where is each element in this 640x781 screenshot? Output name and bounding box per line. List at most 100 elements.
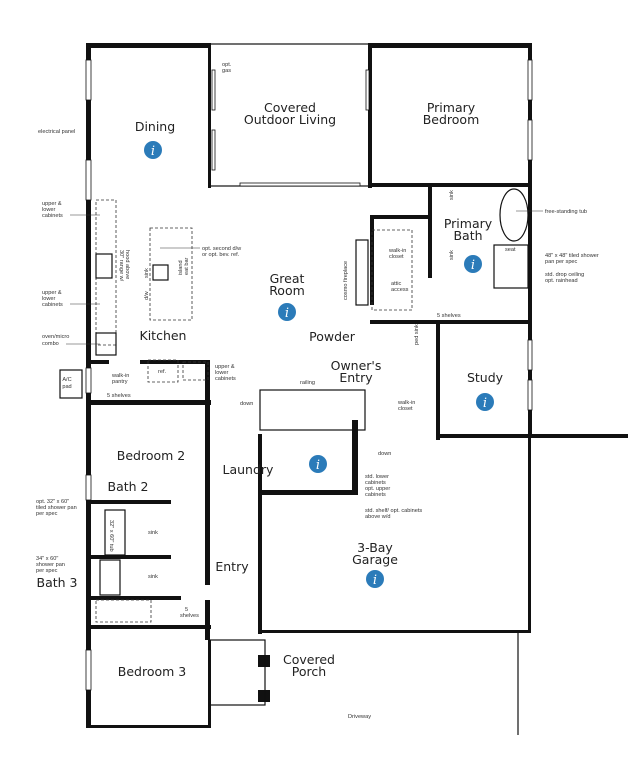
svg-text:i: i [151,144,155,159]
room-label-covered-outdoor-living-2: Outdoor Living [244,112,336,127]
svg-text:std. shelf/ opt. cabinets: std. shelf/ opt. cabinets [365,508,422,514]
svg-text:A/C: A/C [62,377,71,383]
svg-text:upper &: upper & [215,364,235,370]
ac-pad [59,369,83,399]
room-labels: Dining Covered Outdoor Living Primary Be… [37,100,504,720]
svg-text:oven/micro: oven/micro [42,334,69,340]
svg-text:combo: combo [42,341,59,347]
svg-text:ped sink: ped sink [414,324,420,345]
room-label-owners-entry-2: Entry [339,370,373,385]
kitchen-fixtures [59,188,529,623]
svg-text:cosmo fireplace: cosmo fireplace [343,261,349,300]
svg-text:railing: railing [300,380,315,386]
room-label-bedroom-2: Bedroom 2 [117,448,185,463]
room-label-kitchen: Kitchen [140,328,187,343]
room-label-bath-2: Bath 2 [108,479,149,494]
svg-text:closet: closet [389,254,404,260]
svg-text:cabinets: cabinets [42,213,63,219]
svg-text:opt. rainhead: opt. rainhead [545,278,578,284]
svg-text:down: down [240,401,253,407]
svg-text:sink: sink [148,574,158,580]
svg-text:island: island [178,260,184,275]
svg-text:sink: sink [144,268,150,278]
room-label-primary-bedroom: Primary [427,100,476,115]
room-label-covered-porch-2: Porch [292,664,326,679]
room-label-covered-outdoor-living: Covered [264,100,316,115]
svg-text:opt. second d/w: opt. second d/w [202,246,242,252]
info-icon-dining[interactable]: i [144,141,162,159]
room-label-driveway: Driveway [348,714,371,720]
svg-text:30" range w/: 30" range w/ [118,250,124,282]
svg-text:48" x 48" tiled shower: 48" x 48" tiled shower [545,253,599,259]
svg-text:walk-in: walk-in [397,400,415,406]
room-label-primary-bedroom-2: Bedroom [423,112,480,127]
svg-text:shower pan: shower pan [36,562,65,568]
svg-text:free-standing tub: free-standing tub [545,209,587,215]
svg-text:opt. 32" x 60": opt. 32" x 60" [36,499,69,505]
svg-text:cabinets: cabinets [215,376,236,382]
svg-text:d/w: d/w [144,290,150,300]
info-icon-great-room[interactable]: i [278,303,296,321]
svg-text:i: i [483,396,487,411]
svg-text:opt. upper: opt. upper [365,486,390,492]
svg-text:per spec: per spec [36,568,58,574]
svg-text:tiled shower pan: tiled shower pan [36,505,77,511]
svg-text:5: 5 [185,607,188,613]
annotations: opt. gas electrical panel upper & lower … [36,62,599,619]
room-label-covered-porch: Covered [283,652,335,667]
svg-text:sink: sink [449,250,455,260]
svg-text:5 shelves: 5 shelves [107,393,131,399]
room-label-powder: Powder [309,329,356,344]
room-label-entry: Entry [215,559,249,574]
svg-text:34" x 60": 34" x 60" [36,556,58,562]
svg-text:or opt. bev. ref.: or opt. bev. ref. [202,252,240,258]
svg-text:attic: attic [391,281,401,287]
info-icon-garage[interactable]: i [366,570,384,588]
svg-text:std. drop ceiling: std. drop ceiling [545,272,584,278]
svg-text:i: i [471,258,475,273]
svg-text:lower: lower [42,296,56,302]
svg-text:i: i [373,573,377,588]
room-label-garage-2: Garage [352,552,398,567]
room-label-garage: 3-Bay [357,540,393,555]
svg-text:walk-in: walk-in [388,248,406,254]
svg-text:opt.: opt. [222,62,232,68]
room-label-great-room-2: Room [269,283,305,298]
svg-text:cabinets: cabinets [365,492,386,498]
room-label-great-room: Great [270,271,305,286]
svg-text:sink: sink [449,190,455,200]
svg-text:cabinets: cabinets [42,302,63,308]
svg-text:pantry: pantry [112,379,128,385]
svg-text:eat bar: eat bar [184,257,190,275]
info-icon-primary-bath[interactable]: i [464,255,482,273]
room-label-laundry: Laundry [223,462,275,477]
room-label-study: Study [467,370,504,385]
svg-text:seat: seat [505,247,516,253]
svg-text:electrical panel: electrical panel [38,129,75,135]
svg-text:lower: lower [42,207,56,213]
svg-text:upper &: upper & [42,290,62,296]
svg-text:walk-in: walk-in [111,373,129,379]
svg-text:lower: lower [215,370,229,376]
svg-text:i: i [316,458,320,473]
svg-text:sink: sink [148,530,158,536]
svg-text:above w/d: above w/d [365,514,391,520]
svg-text:5 shelves: 5 shelves [437,313,461,319]
svg-text:i: i [285,306,289,321]
svg-text:shelves: shelves [180,613,199,619]
svg-text:pad: pad [62,384,71,390]
room-label-primary-bath: Primary [444,216,493,231]
svg-text:down: down [378,451,391,457]
svg-text:std. lower: std. lower [365,474,389,480]
svg-text:32" x 60" tub: 32" x 60" tub [108,520,114,552]
info-icon-laundry[interactable]: i [309,455,327,473]
room-label-bath-3: Bath 3 [37,575,78,590]
room-label-bedroom-3: Bedroom 3 [118,664,186,679]
svg-text:closet: closet [398,406,413,412]
info-icon-study[interactable]: i [476,393,494,411]
svg-text:per spec: per spec [36,511,58,517]
svg-text:pan per spec: pan per spec [545,259,578,265]
svg-text:cabinets: cabinets [365,480,386,486]
room-label-owners-entry: Owner's [331,358,382,373]
